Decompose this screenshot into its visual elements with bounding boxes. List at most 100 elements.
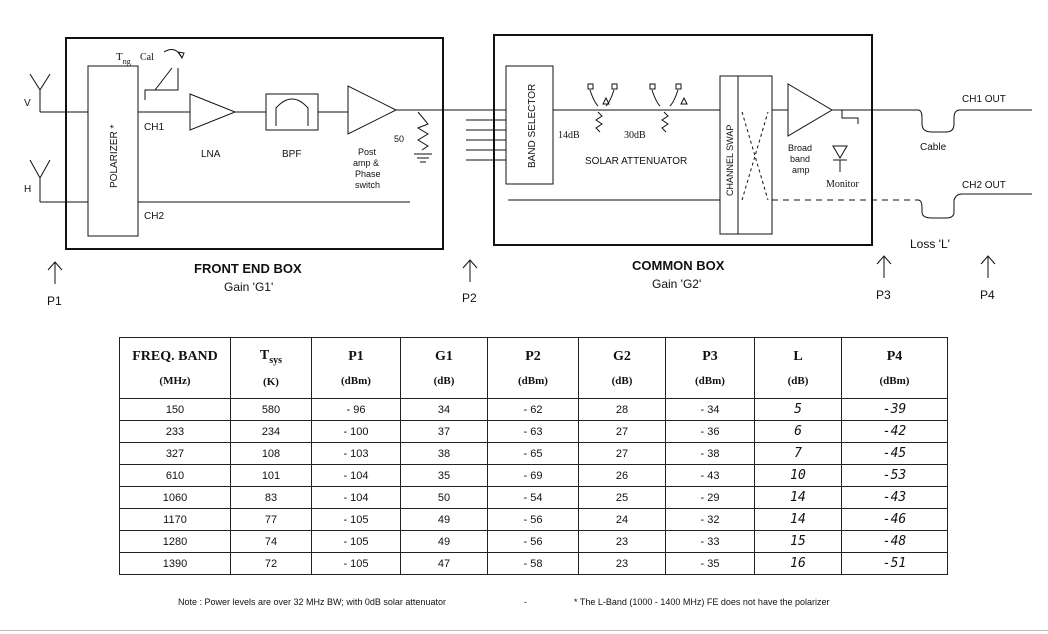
solar-attenuator-label: SOLAR ATTENUATOR <box>585 156 687 167</box>
cell-p3: - 38 <box>665 442 755 465</box>
solar-attenuator-30db <box>649 83 688 133</box>
footnote-polarizer: * The L-Band (1000 - 1400 MHz) FE does n… <box>574 597 830 607</box>
cell-freq: 233 <box>119 420 231 443</box>
cell-g2: 27 <box>578 442 666 465</box>
cell-g1: 47 <box>400 552 488 575</box>
cell-l: 15 <box>754 530 842 553</box>
cell-l: 14 <box>754 486 842 509</box>
input-v-label: V <box>24 98 31 109</box>
cell-tsys: 101 <box>230 464 312 487</box>
cell-g2: 23 <box>578 552 666 575</box>
cell-tsys: 234 <box>230 420 312 443</box>
cell-g2: 25 <box>578 486 666 509</box>
cell-g2: 24 <box>578 508 666 531</box>
cell-p2: - 62 <box>487 398 579 421</box>
cell-freq: 1280 <box>119 530 231 553</box>
broadband-label-1: Broad <box>788 143 812 153</box>
p2-arrow-icon <box>462 259 478 282</box>
monitor-label: Monitor <box>826 179 859 190</box>
cell-p1: - 105 <box>311 530 401 553</box>
cal-label: Cal <box>140 52 154 63</box>
ch2-label: CH2 <box>144 211 164 222</box>
cell-g1: 49 <box>400 508 488 531</box>
cell-p1: - 105 <box>311 552 401 575</box>
header-l: L (dB) <box>754 337 842 399</box>
p4-label: P4 <box>980 288 995 302</box>
header-tsys: Tsys (K) <box>230 337 312 399</box>
p2-label: P2 <box>462 291 477 305</box>
cell-g1: 35 <box>400 464 488 487</box>
cell-p4: -43 <box>841 486 948 509</box>
polarizer-label: POLARIZER * <box>109 125 120 188</box>
post-amp-label-2: amp & <box>353 158 379 168</box>
cell-g1: 34 <box>400 398 488 421</box>
front-end-title: FRONT END BOX <box>194 261 302 276</box>
bpf-label: BPF <box>282 149 301 160</box>
atten-14db-label: 14dB <box>558 130 580 141</box>
cell-tsys: 83 <box>230 486 312 509</box>
table-row: 1060 83 - 104 50 - 54 25 - 29 14 -43 <box>119 486 948 509</box>
lna-label: LNA <box>201 149 221 160</box>
cell-freq: 1390 <box>119 552 231 575</box>
cell-p3: - 34 <box>665 398 755 421</box>
cell-p4: -53 <box>841 464 948 487</box>
cell-tsys: 108 <box>230 442 312 465</box>
cell-g2: 27 <box>578 420 666 443</box>
cell-p2: - 54 <box>487 486 579 509</box>
block-diagram: V H POLARIZER * CH1 CH2 Tng Cal LNA BPF … <box>24 34 1032 308</box>
cell-p1: - 100 <box>311 420 401 443</box>
header-p3: P3 (dBm) <box>665 337 755 399</box>
ch1-out-label: CH1 OUT <box>962 94 1006 105</box>
table-row: 233 234 - 100 37 - 63 27 - 36 6 -42 <box>119 420 948 443</box>
cell-p1: - 104 <box>311 464 401 487</box>
table-row: 610 101 - 104 35 - 69 26 - 43 10 -53 <box>119 464 948 487</box>
cell-l: 6 <box>754 420 842 443</box>
ch1-label: CH1 <box>144 122 164 133</box>
cell-g2: 23 <box>578 530 666 553</box>
cell-p4: -46 <box>841 508 948 531</box>
cell-p2: - 56 <box>487 508 579 531</box>
cell-g1: 50 <box>400 486 488 509</box>
header-g1: G1 (dB) <box>400 337 488 399</box>
table-row: 1390 72 - 105 47 - 58 23 - 35 16 -51 <box>119 552 948 575</box>
cell-p4: -39 <box>841 398 948 421</box>
post-amp <box>347 85 398 135</box>
cell-freq: 327 <box>119 442 231 465</box>
header-g2: G2 (dB) <box>578 337 666 399</box>
channel-swap-arrows <box>741 111 769 201</box>
cell-p3: - 29 <box>665 486 755 509</box>
cell-p2: - 58 <box>487 552 579 575</box>
power-level-table: FREQ. BAND (MHz) Tsys (K) P1 (dBm) G1 (d… <box>119 337 948 575</box>
lna-amplifier <box>189 93 237 131</box>
noise-cal-switch <box>144 49 185 100</box>
loss-label: Loss 'L' <box>910 237 950 251</box>
monitor-detector <box>832 110 859 172</box>
footnote-power-levels: Note : Power levels are over 32 MHz BW; … <box>178 597 446 607</box>
cell-p2: - 69 <box>487 464 579 487</box>
p3-arrow-icon <box>876 255 892 278</box>
p4-arrow-icon <box>980 255 996 278</box>
channel-swap-label: CHANNEL SWAP <box>725 125 735 196</box>
table-row: 327 108 - 103 38 - 65 27 - 38 7 -45 <box>119 442 948 465</box>
cell-g1: 37 <box>400 420 488 443</box>
channel-swap-block <box>719 75 773 235</box>
cell-g2: 26 <box>578 464 666 487</box>
cell-p3: - 43 <box>665 464 755 487</box>
cell-l: 10 <box>754 464 842 487</box>
cell-g2: 28 <box>578 398 666 421</box>
common-box-title: COMMON BOX <box>632 258 725 273</box>
cable-ch1 <box>917 109 1032 133</box>
cell-p3: - 32 <box>665 508 755 531</box>
ch2-out-label: CH2 OUT <box>962 180 1006 191</box>
cell-p1: - 104 <box>311 486 401 509</box>
post-amp-label-4: switch <box>355 180 380 190</box>
cell-g1: 38 <box>400 442 488 465</box>
p3-label: P3 <box>876 288 891 302</box>
cell-p1: - 103 <box>311 442 401 465</box>
termination-label: 50 <box>394 134 404 144</box>
p1-arrow-icon <box>47 261 63 284</box>
cell-freq: 1060 <box>119 486 231 509</box>
header-p4: P4 (dBm) <box>841 337 948 399</box>
post-amp-label-1: Post <box>358 147 377 157</box>
cell-p3: - 33 <box>665 530 755 553</box>
